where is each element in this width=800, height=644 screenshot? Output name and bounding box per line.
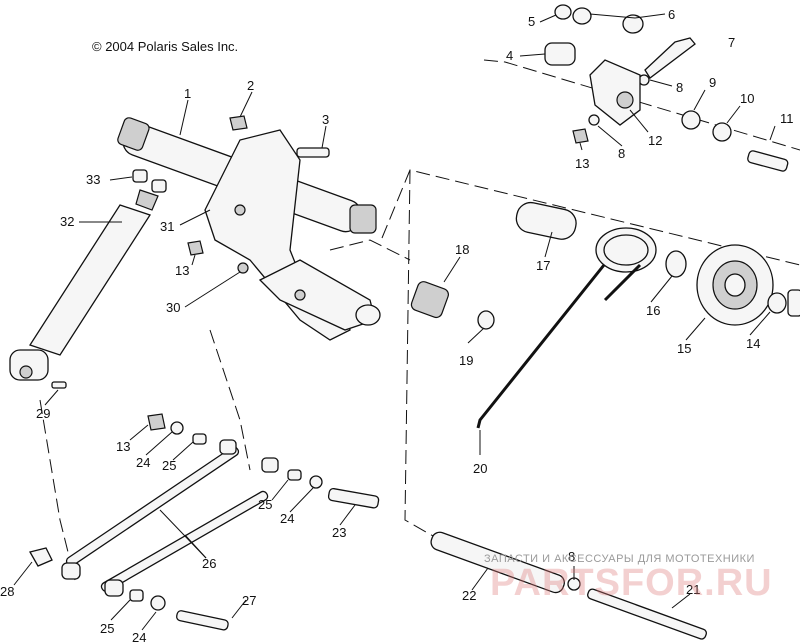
callout-11: 11	[780, 111, 794, 126]
callout-28: 28	[0, 584, 14, 599]
callout-21: 21	[686, 582, 700, 597]
callout-16: 16	[646, 303, 660, 318]
callout-3: 3	[322, 112, 329, 127]
callout-15: 15	[677, 341, 691, 356]
callout-13-a: 13	[575, 156, 589, 171]
idler-wheel-group	[665, 244, 800, 326]
watermark-logo: PARTSFOR.RU	[490, 562, 773, 604]
callout-5: 5	[528, 14, 535, 29]
callout-31: 31	[160, 219, 174, 234]
callout-2: 2	[247, 78, 254, 93]
small-hardware-left	[51, 115, 330, 389]
callout-22: 22	[462, 588, 476, 603]
callout-9: 9	[709, 75, 716, 90]
callout-6: 6	[668, 7, 675, 22]
callout-4: 4	[506, 48, 513, 63]
callout-33: 33	[86, 172, 100, 187]
callout-23: 23	[332, 525, 346, 540]
callout-29: 29	[36, 406, 50, 421]
callout-19: 19	[459, 353, 473, 368]
callout-25-b: 25	[258, 497, 272, 512]
callout-30: 30	[166, 300, 180, 315]
parts-17-18-19	[410, 201, 577, 330]
callout-17: 17	[536, 258, 550, 273]
callout-labels: 1 2 3 4 5 6 7 8 9 10 11 12 8 13 33 32 31…	[0, 7, 794, 644]
callout-13-c: 13	[116, 439, 130, 454]
callout-12: 12	[648, 133, 662, 148]
lower-shafts-21-22	[430, 531, 707, 640]
hardware-top-right	[544, 4, 789, 172]
callout-20: 20	[473, 461, 487, 476]
callout-8-c: 8	[568, 549, 575, 564]
callout-25-a: 25	[162, 458, 176, 473]
callout-13-b: 13	[175, 263, 189, 278]
callout-14: 14	[746, 336, 760, 351]
callout-18: 18	[455, 242, 469, 257]
leader-lines	[13, 13, 776, 631]
lower-rods-and-hardware	[29, 413, 380, 631]
callout-8-b: 8	[618, 146, 625, 161]
callout-1: 1	[184, 86, 191, 101]
callout-27: 27	[242, 593, 256, 608]
part-31-pivot-arm	[204, 129, 381, 341]
callout-26: 26	[202, 556, 216, 571]
callout-24-c: 24	[132, 630, 146, 644]
callout-10: 10	[740, 91, 754, 106]
watermark-tagline: ЗАПАСТИ И АКСЕССУАРЫ ДЛЯ МОТОТЕХНИКИ	[484, 553, 755, 565]
part-20-torsion-spring	[476, 227, 657, 429]
part-32-shock-absorber	[9, 189, 159, 381]
callout-24-b: 24	[280, 511, 294, 526]
copyright-notice: © 2004 Polaris Sales Inc.	[92, 39, 239, 54]
callout-7: 7	[728, 35, 735, 50]
callout-24-a: 24	[136, 455, 150, 470]
callout-8-a: 8	[676, 80, 683, 95]
callout-25-c: 25	[100, 621, 114, 636]
callout-32: 32	[60, 214, 74, 229]
